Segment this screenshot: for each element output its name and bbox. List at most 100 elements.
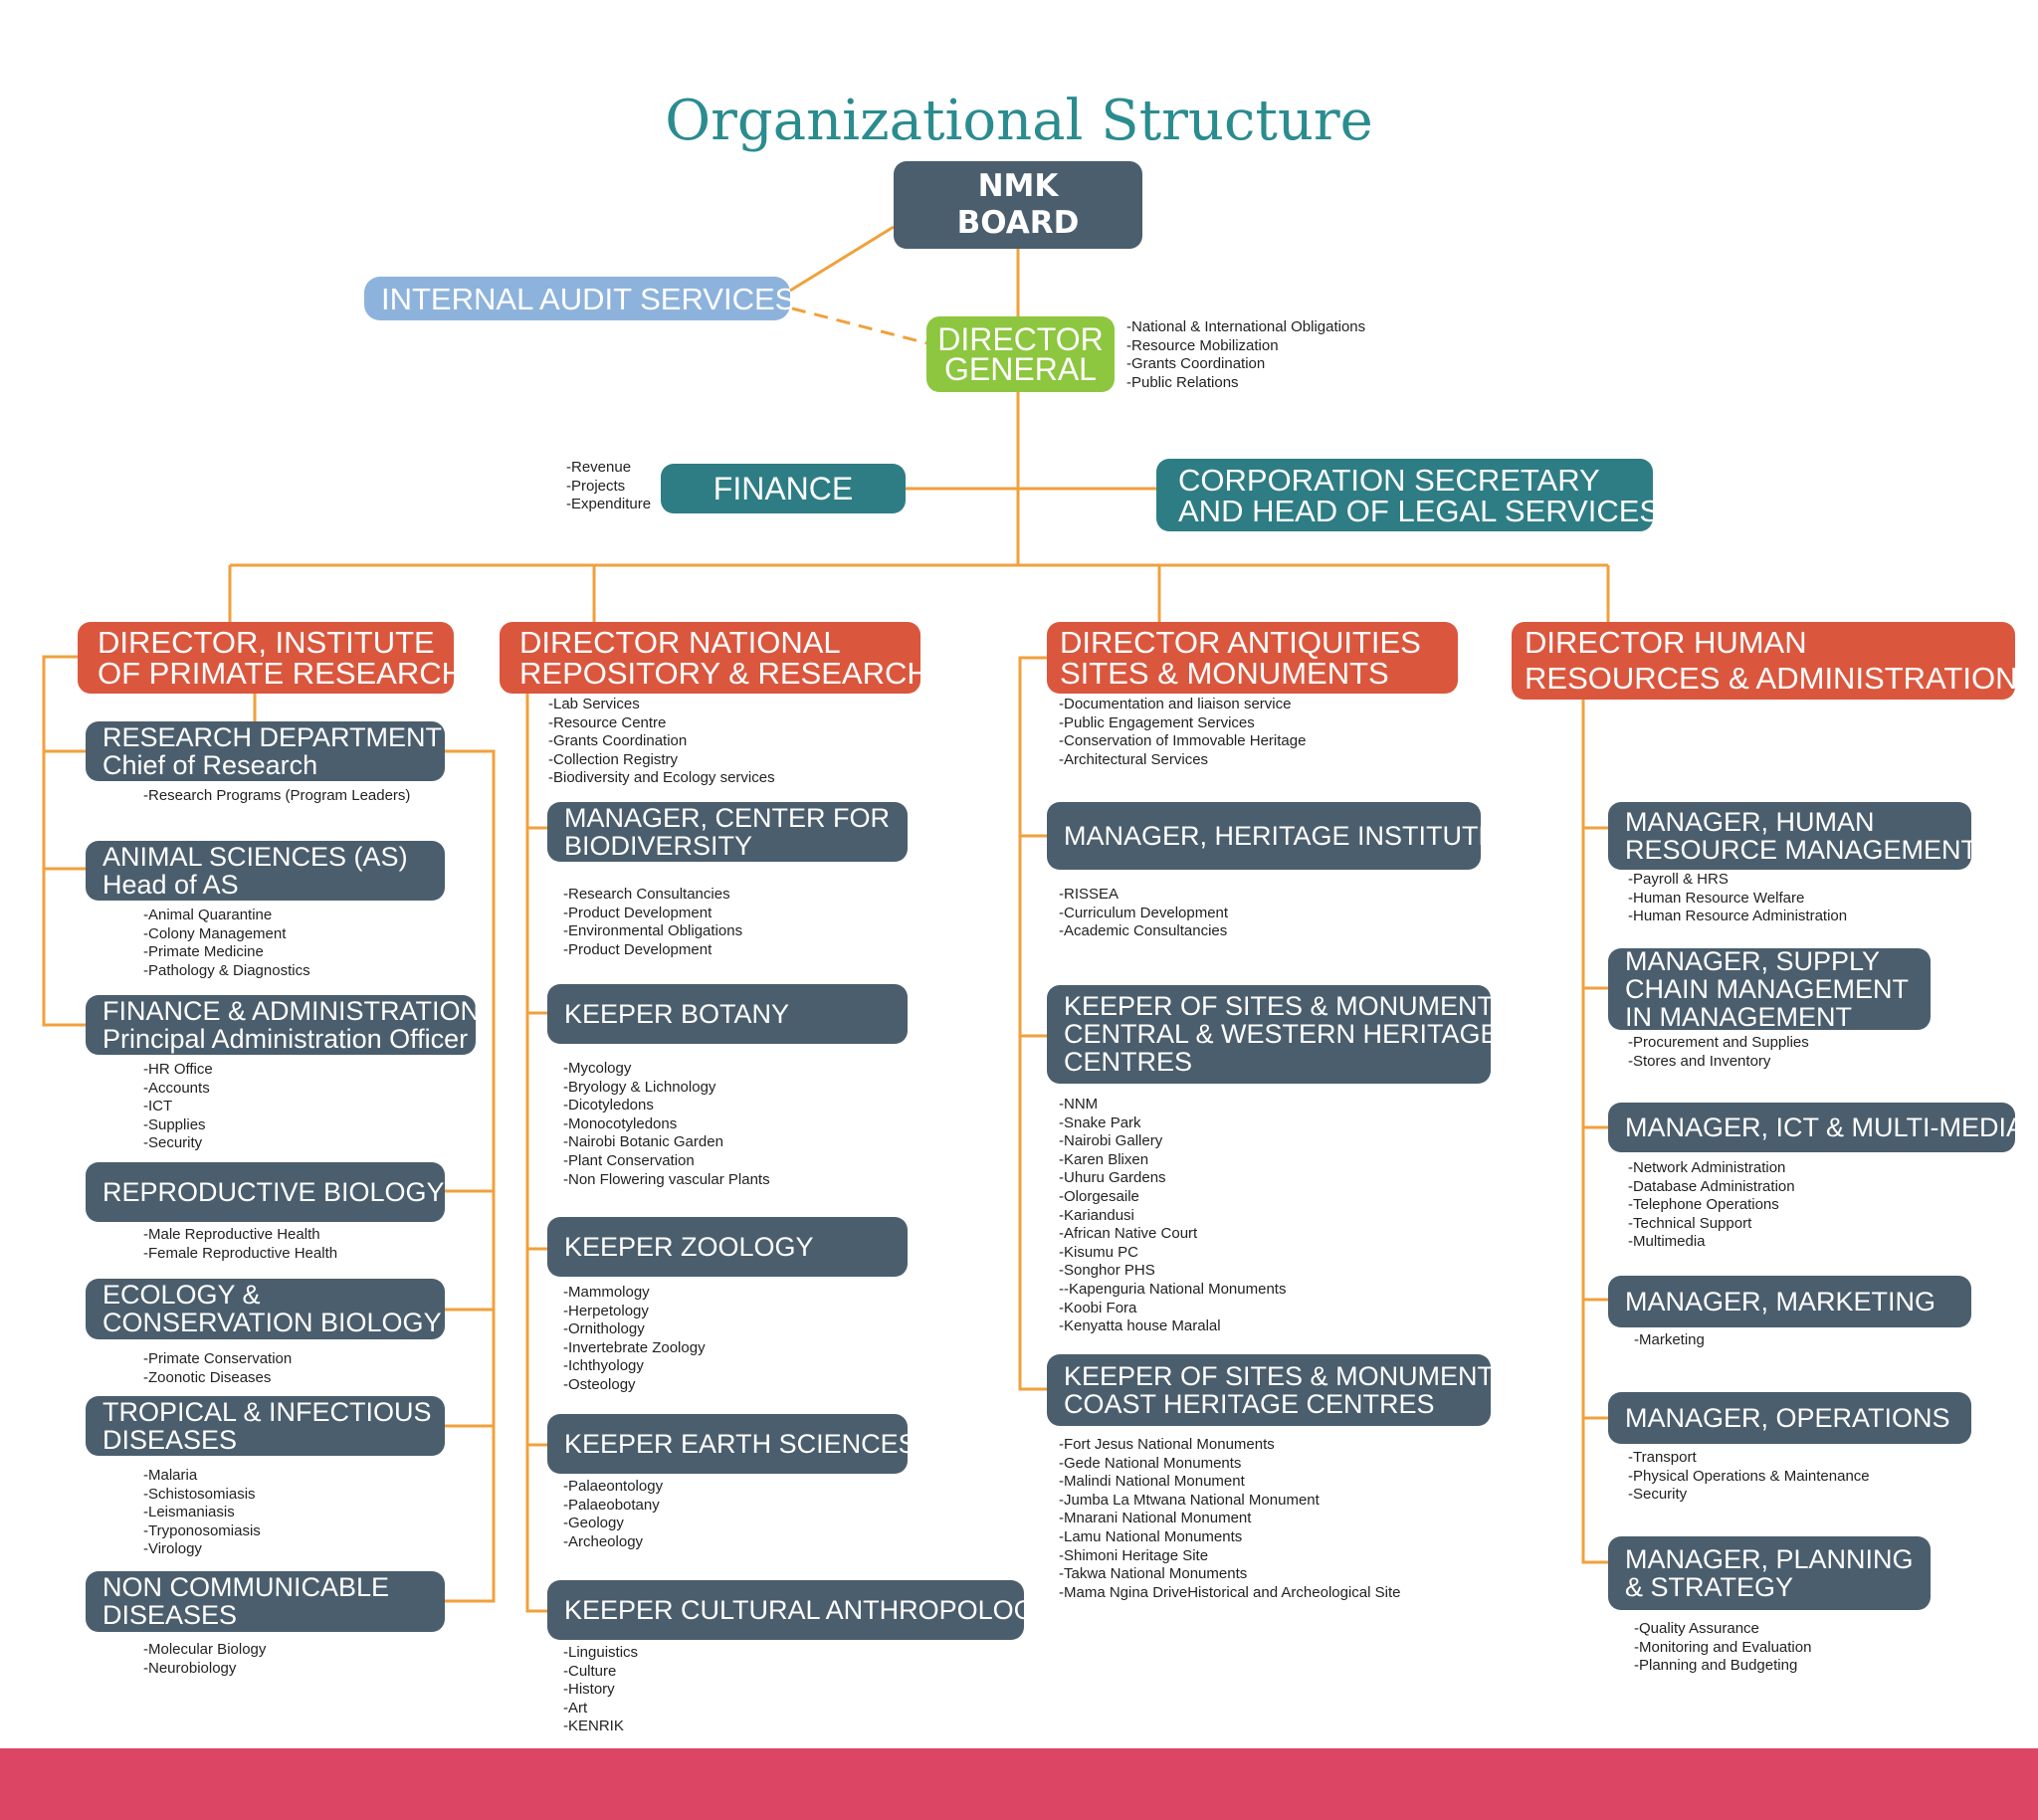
corp-line-1: CORPORATION SECRETARY bbox=[1178, 462, 1600, 498]
unit-item: -Academic Consultancies bbox=[1059, 922, 1228, 940]
unit-title-line: TROPICAL & INFECTIOUS bbox=[102, 1396, 432, 1427]
unit-title-line: RESOURCE MANAGEMENT bbox=[1625, 834, 1971, 865]
unit-item: -Product Development bbox=[563, 904, 713, 921]
director-title-line: DIRECTOR ANTIQUITIES bbox=[1060, 625, 1421, 660]
unit-item: -Mnarani National Monument bbox=[1059, 1510, 1252, 1527]
unit-item: -Fort Jesus National Monuments bbox=[1059, 1436, 1275, 1453]
duty-item: -Documentation and liaison service bbox=[1059, 696, 1292, 712]
unit-item: -Accounts bbox=[143, 1079, 210, 1097]
unit-title-line: NON COMMUNICABLE bbox=[102, 1572, 390, 1602]
unit-item: -Geology bbox=[563, 1515, 624, 1532]
unit-title-line: CENTRES bbox=[1064, 1047, 1193, 1077]
unit-item: -Curriculum Development bbox=[1059, 904, 1229, 921]
duty-item: -Collection Registry bbox=[548, 750, 679, 768]
unit-item: -Planning and Budgeting bbox=[1634, 1657, 1798, 1675]
unit-item: -Invertebrate Zoology bbox=[563, 1338, 706, 1356]
unit-reproductive-biology: REPRODUCTIVE BIOLOGY bbox=[86, 1162, 445, 1222]
unit-items: -Malaria -Schistosomiasis -Leismaniasis … bbox=[143, 1467, 261, 1559]
unit-item: -Olorgesaile bbox=[1059, 1187, 1139, 1205]
unit-item: -Takwa National Monuments bbox=[1059, 1565, 1248, 1583]
unit-item: -Linguistics bbox=[563, 1644, 639, 1661]
unit-item: -Colony Management bbox=[143, 924, 287, 942]
unit-item: -Nairobi Botanic Garden bbox=[563, 1133, 723, 1151]
unit-title-line: KEEPER BOTANY bbox=[564, 998, 790, 1029]
unit-items: -Mycology -Bryology & Lichnology -Dicoty… bbox=[563, 1060, 770, 1189]
unit-items: -Payroll & HRS -Human Resource Welfare -… bbox=[1628, 871, 1847, 926]
unit-item: -Malaria bbox=[143, 1467, 198, 1484]
unit-item: -Procurement and Supplies bbox=[1628, 1034, 1809, 1051]
unit-manager-ict: MANAGER, ICT & MULTI-MEDIA bbox=[1608, 1103, 2015, 1152]
unit-item: -Quality Assurance bbox=[1634, 1620, 1759, 1637]
unit-item: -Security bbox=[143, 1134, 203, 1152]
unit-title-line: MANAGER, PLANNING bbox=[1625, 1543, 1914, 1574]
unit-item: -African Native Court bbox=[1059, 1225, 1198, 1243]
duty-item: -Architectural Services bbox=[1059, 750, 1209, 768]
unit-item: -Transport bbox=[1628, 1449, 1697, 1466]
unit-item: -Primate Medicine bbox=[143, 943, 264, 961]
unit-item: -ICT bbox=[143, 1098, 173, 1115]
unit-item: -Molecular Biology bbox=[143, 1641, 267, 1658]
duty-item: -Revenue bbox=[566, 459, 632, 476]
unit-item: -Culture bbox=[563, 1662, 617, 1680]
finance-box: FINANCE bbox=[661, 464, 906, 513]
duty-item: -Lab Services bbox=[548, 696, 640, 712]
unit-item: -Virology bbox=[143, 1540, 202, 1558]
director-title-line: SITES & MONUMENTS bbox=[1060, 656, 1389, 691]
unit-items: -Primate Conservation -Zoonotic Diseases bbox=[143, 1350, 292, 1387]
unit-item: -Kenyatta house Maralal bbox=[1059, 1317, 1221, 1335]
connector-col2-spine bbox=[525, 692, 547, 1613]
unit-manager-operations: MANAGER, OPERATIONS bbox=[1608, 1392, 1971, 1444]
unit-item: -Security bbox=[1628, 1486, 1688, 1504]
unit-item: -Database Administration bbox=[1628, 1177, 1795, 1195]
unit-item: -Dicotyledons bbox=[563, 1097, 654, 1114]
duty-item: -Expenditure bbox=[566, 496, 652, 513]
board-line-2: BOARD bbox=[956, 205, 1080, 241]
duty-item: -Resource Centre bbox=[548, 713, 667, 731]
unit-title-line: REPRODUCTIVE BIOLOGY bbox=[102, 1176, 445, 1207]
unit-item: -KENRIK bbox=[563, 1718, 624, 1735]
unit-keeper-cultural-anthropology: KEEPER CULTURAL ANTHROPOLOGY bbox=[547, 1580, 1024, 1640]
director-title-line: OF PRIMATE RESEARCH bbox=[98, 656, 454, 691]
duty-item: -Conservation of Immovable Heritage bbox=[1059, 732, 1307, 750]
unit-item: -Technical Support bbox=[1628, 1214, 1752, 1232]
unit-item: -Neurobiology bbox=[143, 1659, 237, 1677]
unit-item: -Songhor PHS bbox=[1059, 1262, 1155, 1280]
unit-items: -NNM -Snake Park -Nairobi Gallery -Karen… bbox=[1059, 1096, 1286, 1336]
unit-title-line: Chief of Research bbox=[102, 749, 318, 780]
unit-title-line: MANAGER, SUPPLY bbox=[1625, 948, 1881, 976]
unit-item: -Ichthyology bbox=[563, 1357, 644, 1375]
director-human-resources: DIRECTOR HUMAN RESOURCES & ADMINISTRATIO… bbox=[1512, 622, 2015, 700]
unit-heritage-institute: MANAGER, HERITAGE INSTITUTE bbox=[1047, 802, 1481, 870]
unit-item: -Palaeobotany bbox=[563, 1496, 660, 1514]
director-general-box: DIRECTOR GENERAL bbox=[926, 316, 1115, 392]
director-title-line: DIRECTOR NATIONAL bbox=[519, 625, 841, 660]
unit-item: -History bbox=[563, 1681, 615, 1699]
unit-title-line: COAST HERITAGE CENTRES bbox=[1064, 1388, 1435, 1419]
director-primate-research: DIRECTOR, INSTITUTE OF PRIMATE RESEARCH bbox=[78, 622, 454, 694]
unit-item: -Animal Quarantine bbox=[143, 907, 273, 923]
duty-item: -Projects bbox=[566, 477, 626, 495]
unit-items: -Marketing bbox=[1634, 1331, 1705, 1350]
unit-title-line: MANAGER, ICT & MULTI-MEDIA bbox=[1625, 1112, 2015, 1142]
unit-title-line: RESEARCH DEPARTMENT bbox=[102, 721, 443, 752]
unit-manager-supply-chain: MANAGER, SUPPLY CHAIN MANAGEMENT IN MANA… bbox=[1608, 948, 1931, 1030]
unit-title-line: KEEPER OF SITES & MONUMENTS, bbox=[1064, 1360, 1491, 1391]
unit-item: -Tryponosomiasis bbox=[143, 1521, 261, 1539]
corporation-secretary-box: CORPORATION SECRETARY AND HEAD OF LEGAL … bbox=[1156, 459, 1653, 531]
duty-item: -Public Relations bbox=[1126, 373, 1239, 391]
unit-title-line: Head of AS bbox=[102, 869, 239, 900]
director-general-line-2: GENERAL bbox=[944, 351, 1097, 387]
unit-item: -Monocotyledons bbox=[563, 1114, 678, 1132]
unit-item: -Multimedia bbox=[1628, 1233, 1706, 1251]
connector-col1-left bbox=[42, 655, 86, 1027]
unit-item: -Primate Conservation bbox=[143, 1350, 293, 1367]
unit-item: -Archeology bbox=[563, 1532, 644, 1550]
unit-manager-planning: MANAGER, PLANNING & STRATEGY bbox=[1608, 1536, 1931, 1610]
unit-keeper-zoology: KEEPER ZOOLOGY bbox=[547, 1217, 908, 1277]
national-repository-duties: -Lab Services -Resource Centre -Grants C… bbox=[548, 696, 775, 788]
finance-label: FINANCE bbox=[713, 471, 854, 506]
unit-item: -Shimoni Heritage Site bbox=[1059, 1546, 1209, 1564]
unit-item: -Herpetology bbox=[563, 1302, 649, 1319]
unit-items: -Research Programs (Program Leaders) bbox=[143, 787, 410, 806]
unit-item: -Non Flowering vascular Plants bbox=[563, 1170, 770, 1188]
